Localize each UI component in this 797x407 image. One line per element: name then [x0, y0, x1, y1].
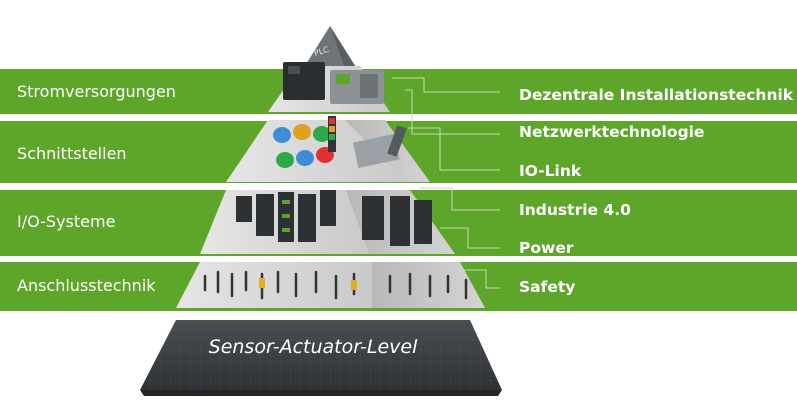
pyramid-tier-4: [176, 262, 372, 308]
left-label-power-supplies: Stromversorgungen: [17, 82, 176, 101]
right-label-power: Power: [519, 239, 574, 257]
left-label-connection-technology: Anschlusstechnik: [17, 276, 156, 295]
green-band-1: [0, 69, 797, 114]
base-label: Sensor-Actuator-Level: [208, 336, 418, 358]
right-label-safety: Safety: [519, 278, 576, 296]
right-label-network-technology: Netzwerktechnologie: [519, 123, 705, 141]
right-label-io-link: IO-Link: [519, 162, 582, 180]
right-label-decentral-installation: Dezentrale Installationstechnik: [519, 86, 794, 104]
left-label-interfaces: Schnittstellen: [17, 144, 127, 163]
left-label-io-systems: I/O-Systeme: [17, 212, 116, 231]
connector-lines: [392, 77, 500, 289]
right-label-industrie-4: Industrie 4.0: [519, 201, 631, 219]
